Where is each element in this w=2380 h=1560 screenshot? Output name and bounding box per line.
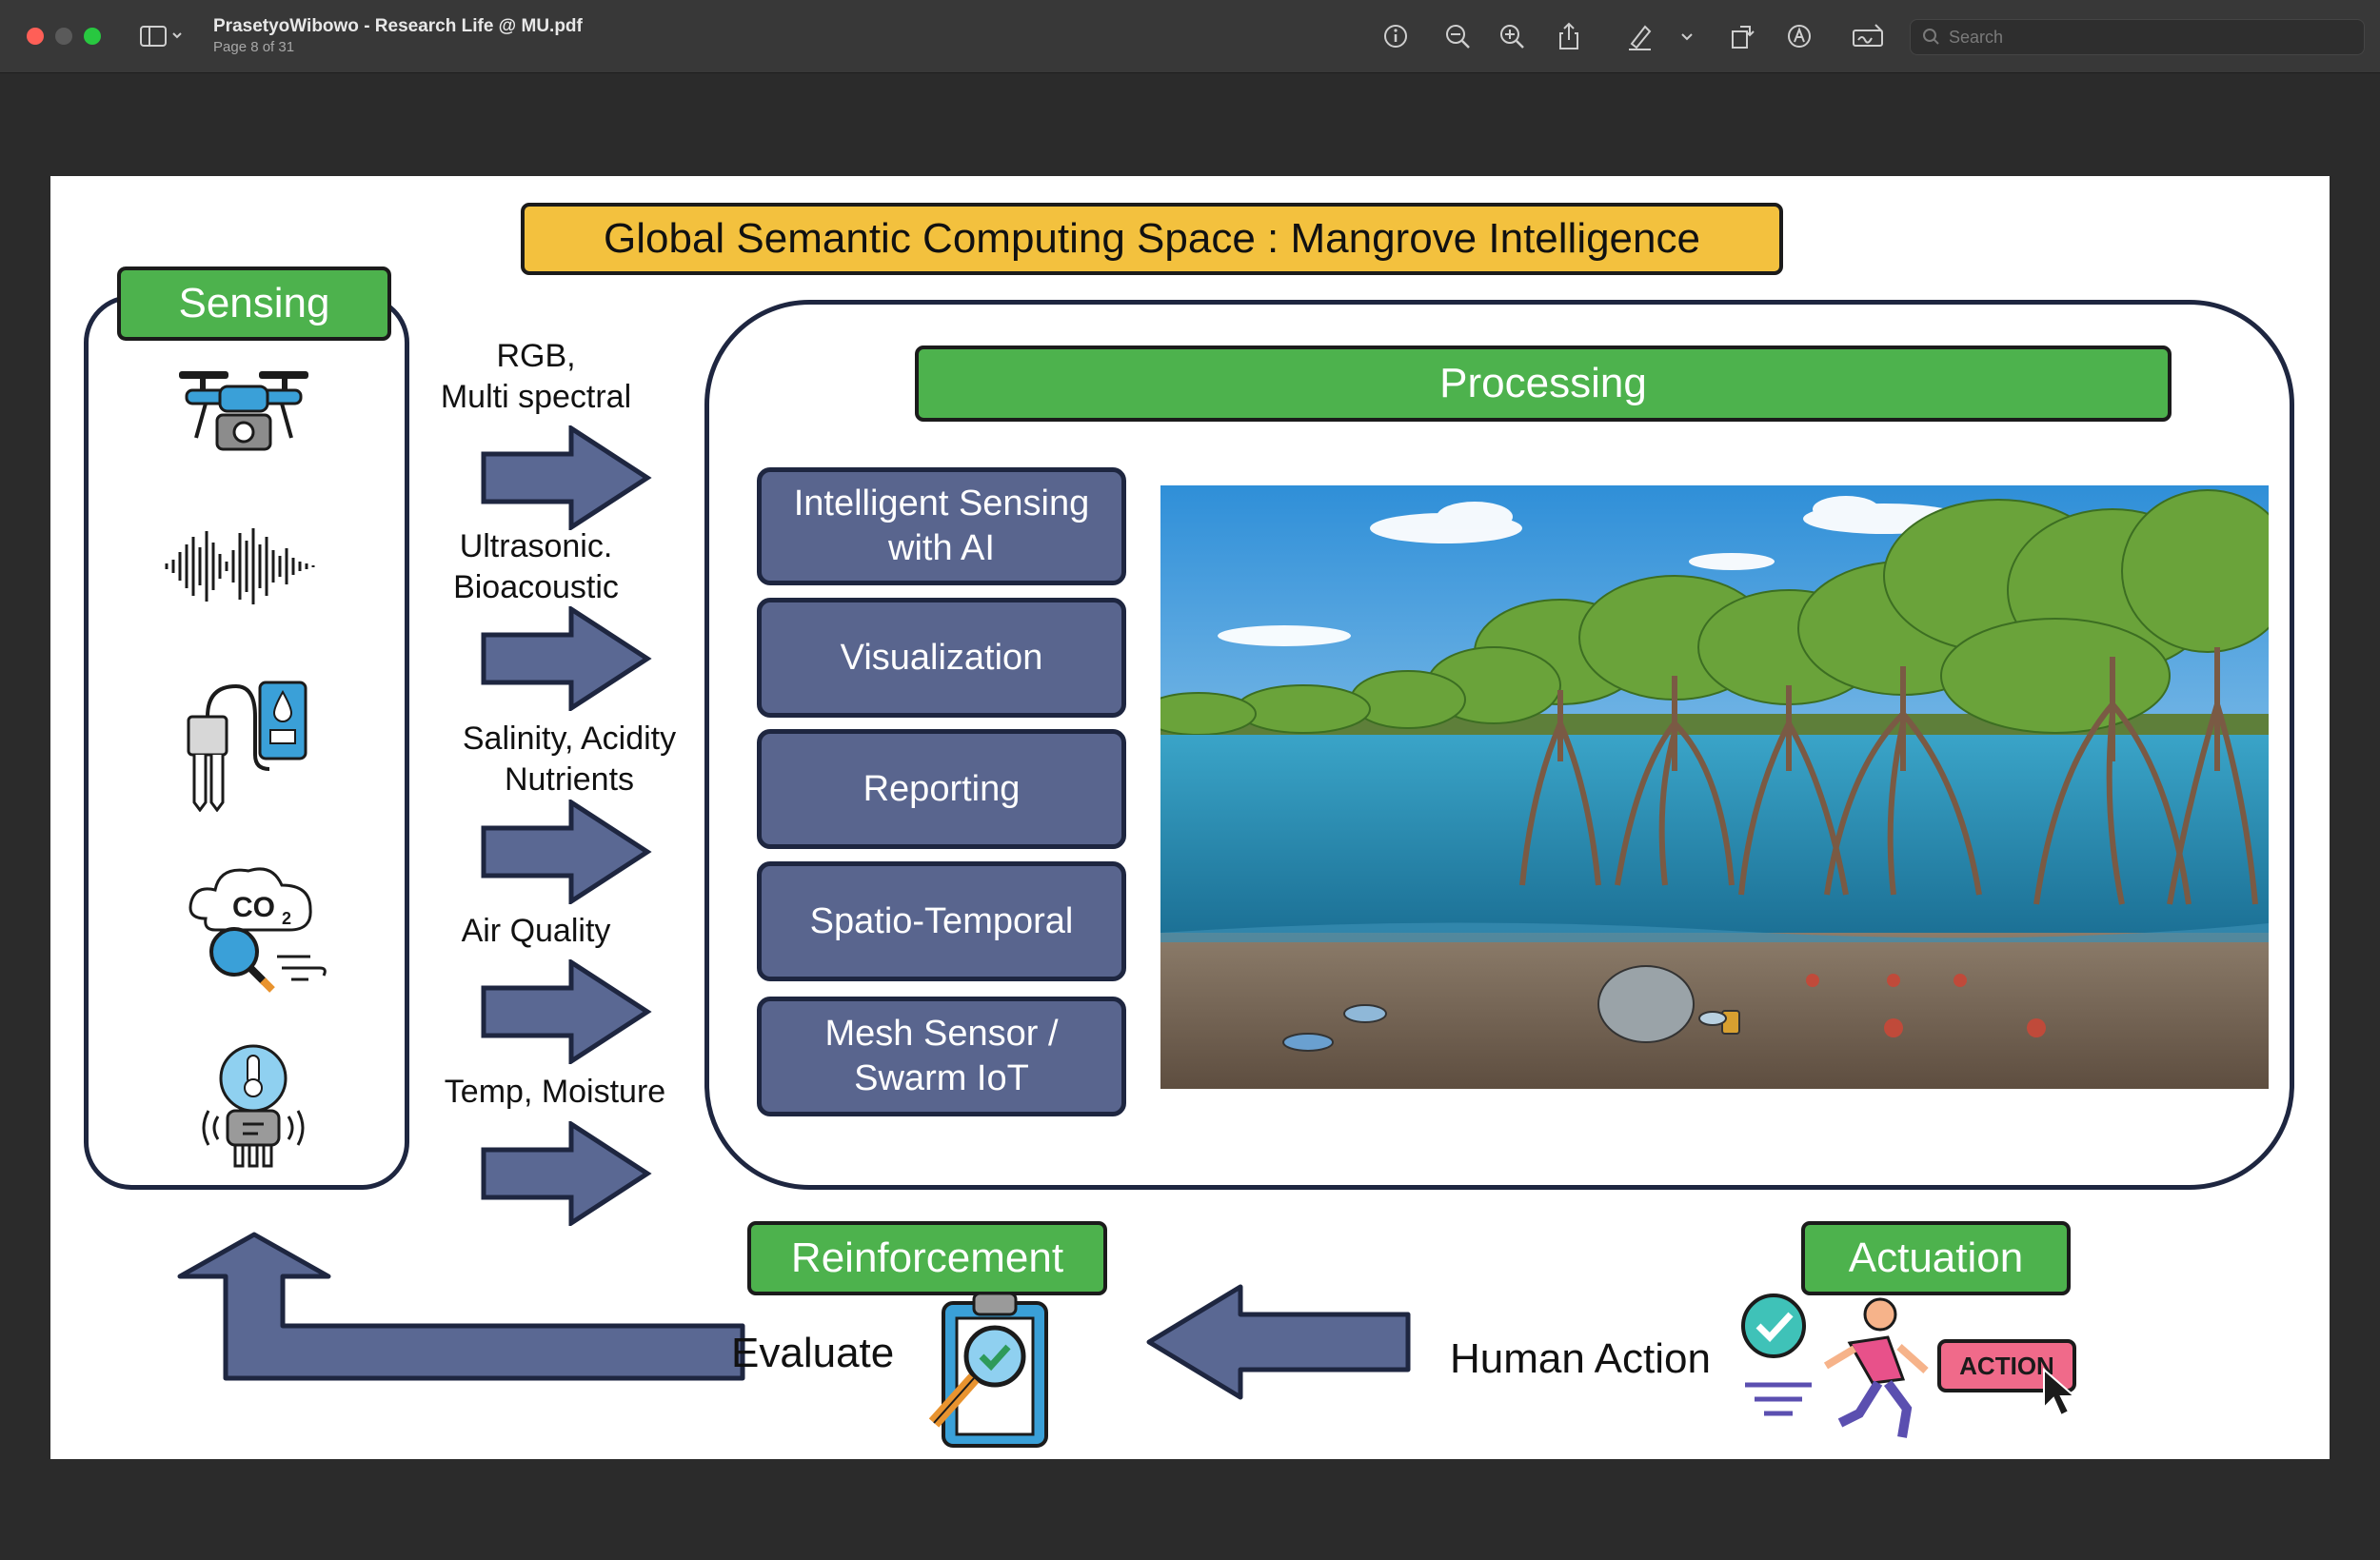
module-reporting: Reporting [757,729,1126,849]
markup-icon[interactable] [1784,21,1815,51]
reinforcement-label: Reinforcement [747,1221,1107,1295]
label-line: Salinity, Acidity [436,719,703,760]
temperature-sensor-icon [201,1040,306,1174]
module-line: with AI [794,526,1090,571]
co2-monitor-icon: CO 2 [187,861,329,995]
zoom-window-button[interactable] [84,28,101,45]
zoom-out-icon[interactable] [1442,21,1473,51]
zoom-in-icon[interactable] [1497,21,1527,51]
module-line: Spatio-Temporal [810,899,1074,944]
search-placeholder: Search [1949,28,2003,48]
label-line: Ultrasonic. [417,526,655,567]
label-line: Multi spectral [417,377,655,418]
chevron-down-icon[interactable] [1677,21,1696,51]
running-person-icon [1735,1290,1954,1442]
search-field[interactable]: Search [1910,19,2365,55]
module-line: Visualization [841,636,1043,681]
module-visualization: Visualization [757,598,1126,718]
evaluate-clipboard-icon [915,1290,1058,1451]
sensor-label-air-quality: Air Quality [417,911,655,952]
close-window-button[interactable] [27,28,44,45]
arrow-left-icon [1145,1283,1412,1401]
search-icon [1918,23,1947,51]
sensor-label-ultrasonic: Ultrasonic. Bioacoustic [417,526,655,608]
module-mesh-sensor: Mesh Sensor /Swarm IoT [757,997,1126,1116]
arrow-right-icon [481,800,652,904]
sensor-label-rgb: RGB, Multi spectral [417,336,655,418]
share-icon[interactable] [1554,21,1584,51]
info-icon[interactable] [1380,21,1411,51]
signature-icon[interactable] [1851,21,1887,51]
rotate-icon[interactable] [1727,21,1757,51]
sensor-label-salinity: Salinity, Acidity Nutrients [436,719,703,800]
sound-wave-icon [155,523,327,609]
arrow-right-icon [481,606,652,711]
sensing-label: Sensing [117,267,391,341]
drone-icon [168,362,320,457]
sidebar-toggle-icon[interactable] [139,21,187,51]
module-line: Mesh Sensor / [825,1012,1059,1056]
processing-label: Processing [915,346,2172,422]
pdf-page: Global Semantic Computing Space : Mangro… [50,176,2330,1459]
water-sensor-icon [179,679,312,812]
module-line: Swarm IoT [825,1056,1059,1101]
arrow-right-icon [481,959,652,1064]
cursor-icon [2040,1366,2088,1423]
svg-text:CO: CO [232,892,275,923]
window-titlebar: PrasetyoWibowo - Research Life @ MU.pdf … [0,0,2380,73]
label-line: Bioacoustic [417,567,655,608]
slide-title: Global Semantic Computing Space : Mangro… [521,203,1783,275]
page-indicator: Page 8 of 31 [213,39,294,55]
label-line: Nutrients [436,760,703,800]
module-line: Intelligent Sensing [794,482,1090,526]
module-line: Reporting [863,767,1021,812]
sensor-label-temp: Temp, Moisture [426,1072,684,1113]
svg-text:2: 2 [282,909,291,928]
document-title: PrasetyoWibowo - Research Life @ MU.pdf [213,16,583,37]
minimize-window-button[interactable] [55,28,72,45]
actuation-label: Actuation [1801,1221,2071,1295]
module-spatio-temporal: Spatio-Temporal [757,861,1126,981]
mangrove-scene-illustration [1160,485,2269,1089]
arrow-return-icon [176,1231,747,1385]
label-line: Air Quality [417,911,655,952]
label-line: RGB, [417,336,655,377]
arrow-right-icon [481,1121,652,1226]
highlight-pen-icon[interactable] [1624,21,1655,51]
label-line: Temp, Moisture [426,1072,684,1113]
evaluate-text: Evaluate [731,1330,894,1377]
human-action-text: Human Action [1450,1335,1711,1383]
arrow-right-icon [481,425,652,530]
